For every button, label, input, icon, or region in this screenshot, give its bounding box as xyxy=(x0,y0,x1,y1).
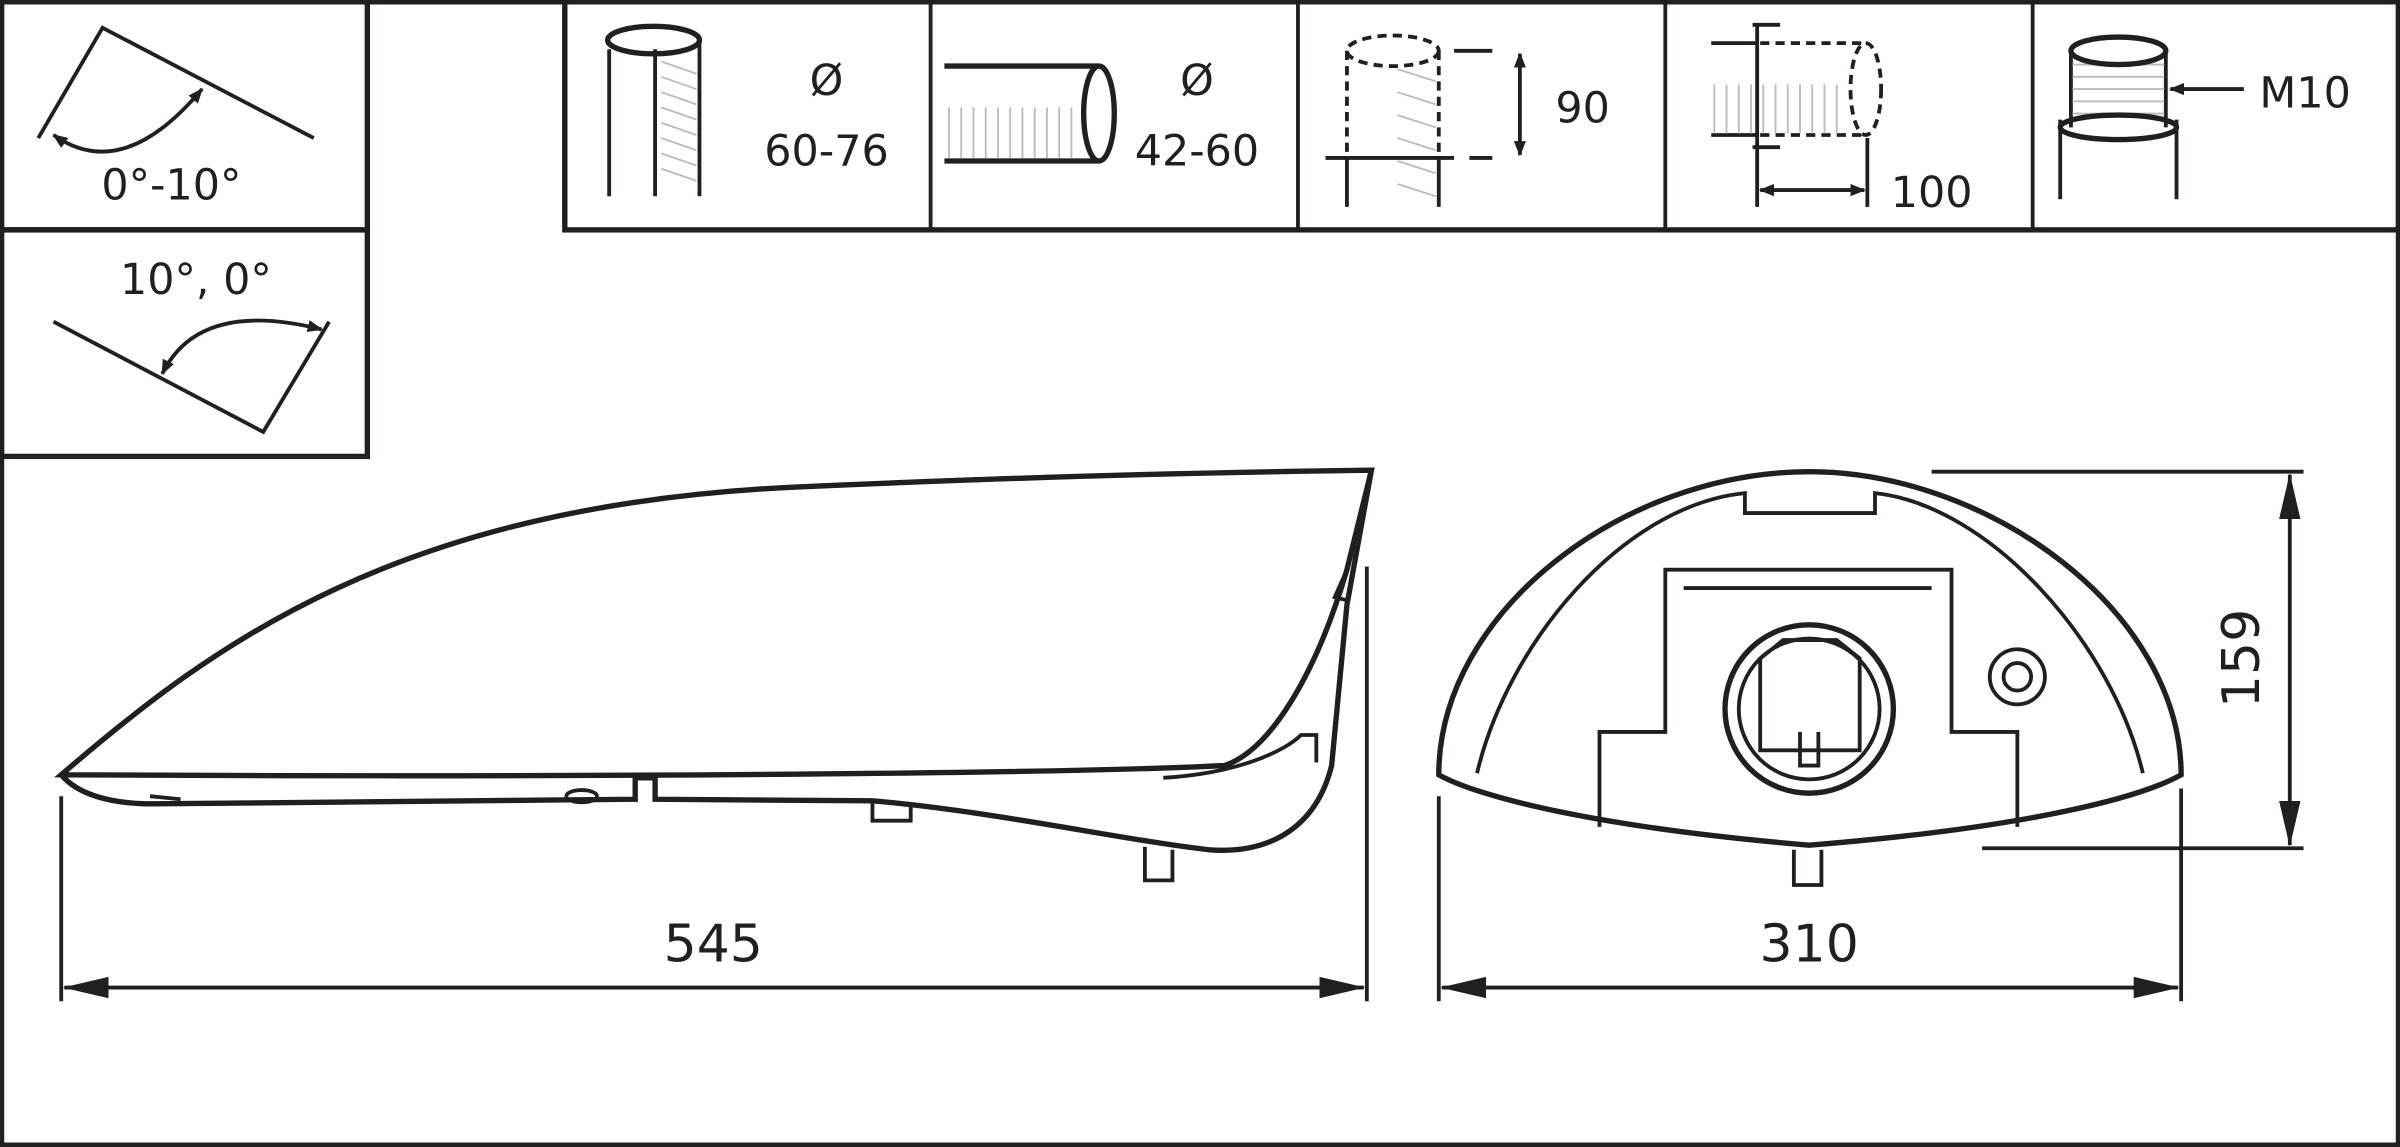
post-top-insertion-cell: 90 xyxy=(1325,33,1610,207)
tilt-post-top-box: 10°, 0° xyxy=(0,227,371,460)
side-entry-diameter-cell: Ø 42-60 xyxy=(944,56,1260,177)
pole-vertical-icon xyxy=(604,23,703,197)
length-label: 545 xyxy=(664,915,763,975)
tilt-post-top-label: 10°, 0° xyxy=(120,255,272,305)
insertion-depth-post-top-label: 90 xyxy=(1555,84,1610,134)
side-entry-insertion-cell: 100 xyxy=(1711,22,1973,218)
side-view: 545 xyxy=(54,467,1375,1002)
width-label: 310 xyxy=(1760,915,1859,975)
threaded-pole-icon xyxy=(2057,34,2244,200)
pole-horizontal-icon xyxy=(944,63,1117,164)
svg-text:Ø: Ø xyxy=(810,56,844,106)
tilt-side-entry-box: 0°-10° xyxy=(0,0,371,233)
insertion-depth-side-entry-label: 100 xyxy=(1891,168,1973,218)
post-top-insertion-icon xyxy=(1325,33,1527,207)
side-entry-insertion-icon xyxy=(1711,22,1884,207)
svg-text:42-60: 42-60 xyxy=(1135,127,1260,177)
svg-text:60-76: 60-76 xyxy=(764,127,889,177)
svg-text:Ø: Ø xyxy=(1180,56,1214,106)
front-view: 310 159 xyxy=(1436,469,2304,1002)
height-label: 159 xyxy=(2212,609,2272,708)
tilt-side-entry-label: 0°-10° xyxy=(101,160,241,210)
thread-cell: M10 xyxy=(2057,34,2351,200)
post-top-diameter-cell: Ø 60-76 xyxy=(604,23,889,197)
thread-label: M10 xyxy=(2259,68,2350,118)
angle-icon xyxy=(36,25,315,140)
